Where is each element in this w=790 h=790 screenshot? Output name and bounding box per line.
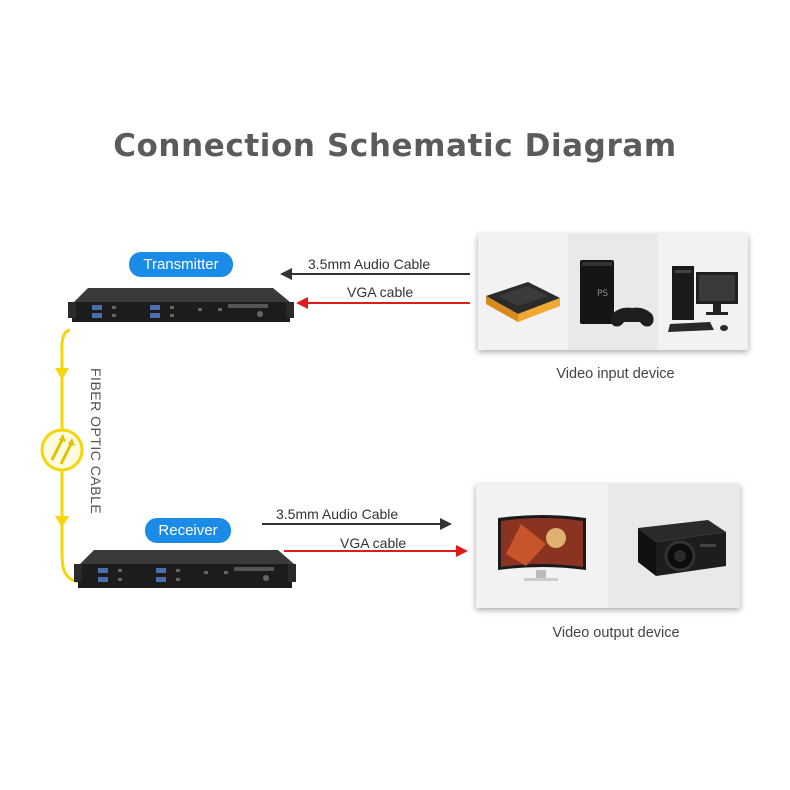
transmitter-vga-arrow: [296, 297, 470, 309]
transmitter-label: Transmitter: [129, 252, 233, 277]
page-title: Connection Schematic Diagram: [113, 128, 677, 164]
transmitter-audio-cable-label: 3.5mm Audio Cable: [308, 256, 431, 272]
input-devices-panel: PS: [478, 234, 748, 350]
receiver-vga-arrow: [284, 545, 468, 557]
set-top-box-image: [478, 234, 568, 350]
transmitter-audio-arrow: [280, 268, 470, 280]
receiver-audio-arrow: [262, 518, 452, 530]
svg-text:PS: PS: [597, 289, 608, 299]
receiver-device: [72, 544, 298, 594]
fiber-optic-cable: [30, 328, 90, 584]
desktop-computer-image: [658, 234, 748, 350]
output-devices-panel: [476, 484, 740, 608]
transmitter-device: [68, 280, 294, 326]
projector-image: [608, 484, 740, 608]
transmitter-vga-cable-label: VGA cable: [347, 284, 414, 300]
receiver-label: Receiver: [145, 518, 231, 543]
output-devices-caption: Video output device: [552, 625, 680, 641]
receiver-audio-cable-label: 3.5mm Audio Cable: [276, 506, 399, 522]
fiber-optic-label: FIBER OPTIC CABLE: [88, 368, 104, 515]
game-console-image: PS: [568, 234, 658, 350]
monitor-image: [476, 484, 608, 608]
input-devices-caption: Video input device: [556, 366, 675, 382]
receiver-vga-cable-label: VGA cable: [340, 535, 407, 551]
